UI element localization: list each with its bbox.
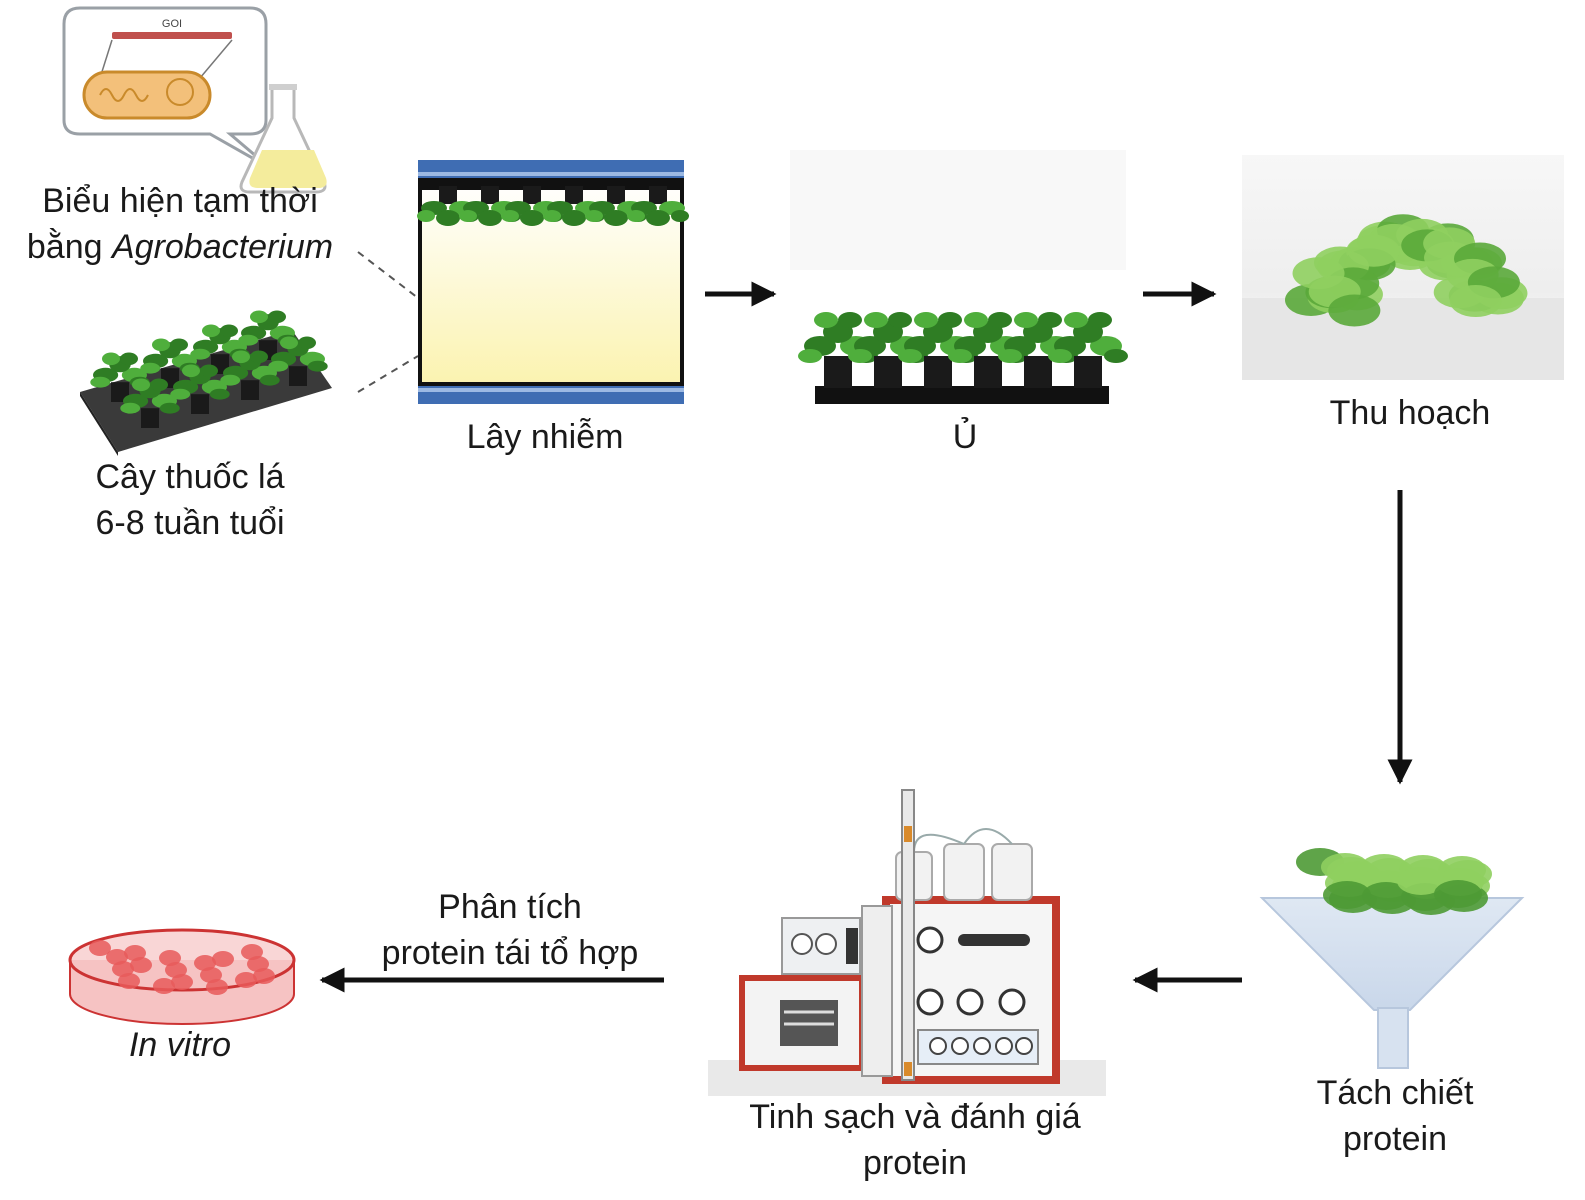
analysis-label-line2: protein tái tổ hợp: [381, 934, 639, 972]
leaf: [268, 310, 286, 324]
invitro-label: In vitro: [80, 1022, 280, 1068]
leaf: [259, 374, 280, 386]
leaf: [298, 336, 316, 350]
plants-label: Cây thuốc lá 6-8 tuần tuổi: [40, 454, 340, 546]
analysis-label: Phân tích protein tái tổ hợp: [350, 884, 670, 976]
harvest-label: Thu hoạch: [1280, 390, 1540, 436]
analysis-label-line1: Phân tích: [438, 888, 582, 926]
leaf: [268, 360, 289, 372]
infect-label-text: Lây nhiễm: [466, 418, 624, 456]
leaf: [90, 376, 111, 388]
expression-label-organism: Agrobacterium: [111, 228, 334, 266]
flask-icon: [239, 84, 327, 194]
leaf: [220, 374, 241, 386]
incubation-plants: [790, 150, 1128, 404]
incubate-label-text: Ủ: [952, 418, 978, 456]
extract-label: Tách chiết protein: [1270, 1070, 1520, 1162]
leaf: [182, 364, 200, 378]
extract-label-line2: protein: [1343, 1120, 1447, 1158]
plants-label-line2: 6-8 tuần tuổi: [95, 504, 285, 542]
leaf: [209, 388, 230, 400]
infect-label: Lây nhiễm: [420, 414, 670, 460]
leaf: [280, 336, 298, 350]
leaf: [250, 310, 268, 324]
dashed-connector-bottom: [357, 355, 419, 393]
leaf: [250, 350, 268, 364]
leaf: [140, 362, 161, 374]
seedling-tray: [80, 310, 332, 456]
petri-dish: [68, 928, 296, 1025]
leaf: [150, 378, 168, 392]
leaf: [132, 378, 150, 392]
leaf: [120, 402, 141, 414]
gene-of-interest-bar: [112, 32, 232, 39]
pot: [111, 382, 129, 402]
purify-label-line1: Tinh sạch và đánh giá: [749, 1098, 1081, 1136]
leaf: [102, 352, 120, 366]
leaf: [220, 324, 238, 338]
leaf: [232, 350, 250, 364]
infiltration-tank: [417, 160, 689, 404]
extraction-funnel: [1259, 848, 1525, 1069]
expression-label-line1: Biểu hiện tạm thời: [42, 182, 318, 220]
leaf: [202, 324, 220, 338]
plasmid-icon: [166, 78, 194, 106]
harvested-leaves: [1242, 155, 1564, 380]
leaf: [170, 338, 188, 352]
leaf: [159, 402, 180, 414]
dashed-connector-top: [357, 251, 453, 325]
leaf: [307, 360, 328, 372]
pot: [289, 366, 307, 386]
expression-label-line2: bằng Agrobacterium: [0, 224, 360, 270]
invitro-label-text: In vitro: [128, 1026, 232, 1064]
incubate-label: Ủ: [900, 414, 1030, 460]
leaf: [238, 334, 259, 346]
chromatography-system: [708, 789, 1106, 1096]
pot: [141, 408, 159, 428]
plants-label-line1: Cây thuốc lá: [95, 458, 285, 496]
leaf: [200, 364, 218, 378]
pot: [241, 380, 259, 400]
gene-label: GOI: [162, 18, 182, 30]
leaf: [170, 388, 191, 400]
expression-label: Biểu hiện tạm thời bằng Agrobacterium: [0, 178, 360, 270]
leaf: [190, 348, 211, 360]
leaf: [152, 338, 170, 352]
agrobacterium-bubble: GOI: [62, 6, 271, 170]
extract-label-line1: Tách chiết: [1316, 1074, 1474, 1112]
harvest-label-text: Thu hoạch: [1329, 394, 1491, 432]
expression-label-prefix: bằng: [26, 228, 112, 266]
leaf: [120, 352, 138, 366]
purify-label: Tinh sạch và đánh giá protein: [700, 1094, 1130, 1186]
pot: [191, 394, 209, 414]
purify-label-line2: protein: [863, 1144, 967, 1182]
